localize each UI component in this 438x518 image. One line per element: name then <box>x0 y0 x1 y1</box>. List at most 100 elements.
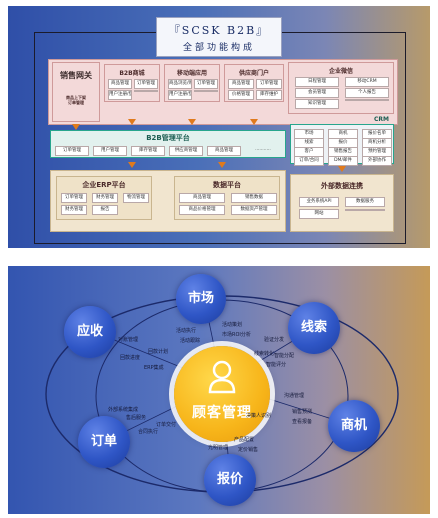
annotation: 定价销售 <box>238 447 259 453</box>
chip: 供应商管理 <box>169 146 203 156</box>
arrow-down-icon <box>128 119 136 125</box>
module-title: B2B商城 <box>119 70 145 77</box>
node-opportunity: 商机 <box>328 400 380 452</box>
chip: 销售数据 <box>231 193 277 203</box>
hub-label: 顾客管理 <box>192 405 252 421</box>
arrow-down-icon <box>188 119 196 125</box>
chip: 物流管理 <box>123 193 149 203</box>
erp-platform: 企业ERP平台 订单管理 财务管理 物流管理 财务管理 报告 <box>56 176 152 220</box>
chip: 移动CRM <box>345 77 389 87</box>
chip: DM/邮件 <box>328 156 358 166</box>
chip: 数据服务 <box>345 197 385 207</box>
node-receivable: 应收 <box>64 306 116 358</box>
platform-title: B2B管理平台 <box>146 134 190 142</box>
chip: 库存管理 <box>131 146 165 156</box>
title-box: 『SCSK B2B』 全部功能构成 <box>156 17 282 57</box>
annotation: 市场ROI分析 <box>222 332 251 338</box>
diagram-title: 『SCSK B2B』 <box>168 24 270 37</box>
chip: 外部协作 <box>362 156 392 166</box>
chip: 库存维护 <box>256 90 282 100</box>
module-title: 企业微信 <box>328 68 353 75</box>
chip: 价格管理 <box>228 90 254 100</box>
node-quote: 报价 <box>204 454 256 506</box>
arrow-down-icon <box>72 124 80 130</box>
module-supplier-portal: 供应商门户 商品管理 订单管理 价格管理 库存维护 <box>224 64 284 102</box>
chip: 知识管理 <box>295 99 339 109</box>
chip: 订单管理 <box>55 146 89 156</box>
architecture-panel: 『SCSK B2B』 全部功能构成 销售网关 商品上下架 订单管理 B2B商城 … <box>8 6 430 248</box>
annotation: 订单交付 <box>156 422 177 428</box>
node-leads: 线索 <box>288 302 340 354</box>
data-platform: 数据平台 商品管理 销售数据 商品价格管理 数据资产管理 <box>174 176 280 220</box>
annotation: ERP集成 <box>144 365 164 371</box>
external-title: 外部数据连携 <box>321 182 363 190</box>
module-mobile-app: 移动端应用 商品浏览/购物 订单管理 用户注册/登录 <box>164 64 220 102</box>
erp-title: 企业ERP平台 <box>82 181 126 189</box>
sales-gateway-note: 商品上下架 订单管理 <box>66 95 86 105</box>
external-data: 外部数据连携 业务系统API 数据服务 网站 <box>290 174 394 232</box>
chip: 网站 <box>299 209 339 219</box>
chip: 用户管理 <box>93 146 127 156</box>
annotation: 沟通管理 <box>284 393 305 399</box>
chip: 报告 <box>92 205 118 215</box>
annotation: 验证分发 <box>264 337 285 343</box>
annotation: 线索转化 <box>254 351 275 357</box>
diagram-subtitle: 全部功能构成 <box>182 43 255 53</box>
annotation: 售后服务 <box>126 415 147 421</box>
sales-gateway-label: 销售网关 <box>60 71 92 80</box>
annotation: 外部系统集成 <box>108 407 139 413</box>
arrow-down-icon <box>250 119 258 125</box>
chip <box>345 209 385 211</box>
chip: 订单管理 <box>194 79 218 89</box>
data-platform-title: 数据平台 <box>213 181 241 189</box>
chip <box>194 90 218 92</box>
annotation: 活动跟踪 <box>180 338 201 344</box>
annotation: 查看报备 <box>292 419 313 425</box>
chip: 商品价格管理 <box>179 205 225 215</box>
chip: 用户注册/登录 <box>108 90 132 100</box>
crm-box: CRM 市场 商机 报价名单 线索 报价 商机分析 客户 销售报告 预约管理 订… <box>290 116 394 166</box>
chip: 用户注册/登录 <box>168 90 192 100</box>
chip: 商品管理 <box>108 79 132 89</box>
annotation: 智能评分 <box>266 362 287 368</box>
chip: 商品管理 <box>207 146 241 156</box>
chip: ........... <box>255 147 271 152</box>
chip: 订单管理 <box>256 79 282 89</box>
crm-label: CRM <box>374 116 389 123</box>
chip: 财务管理 <box>61 205 87 215</box>
annotation: 光明管理 <box>208 445 229 451</box>
chip: 数据资产管理 <box>231 205 277 215</box>
chip: 订单/合同 <box>294 156 324 166</box>
chip: 业务系统API <box>299 197 339 207</box>
chip: 商品浏览/购物 <box>168 79 192 89</box>
arrow-down-icon <box>338 166 346 172</box>
chip: 订单管理 <box>61 193 87 203</box>
arrow-down-icon <box>128 162 136 168</box>
annotation: 回款计划 <box>148 349 169 355</box>
chip <box>134 90 158 92</box>
chip: 会员管理 <box>295 88 339 98</box>
module-title: 移动端应用 <box>176 70 207 77</box>
annotation: 合同执行 <box>138 429 159 435</box>
user-icon <box>208 360 236 394</box>
chip: 商品管理 <box>179 193 225 203</box>
module-b2b-mall: B2B商城 商品管理 订单管理 用户注册/登录 <box>104 64 160 102</box>
chip: 日程管理 <box>295 77 339 87</box>
chip: 个人报告 <box>345 88 389 98</box>
annotation: 智能分配 <box>274 353 295 359</box>
annotation: 回款进度 <box>120 355 141 361</box>
arrow-down-icon <box>218 162 226 168</box>
b2b-platform: B2B管理平台 订单管理 用户管理 库存管理 供应商管理 商品管理 ......… <box>50 130 286 158</box>
annotation: 销售预测 <box>292 409 313 415</box>
chip: 订单管理 <box>134 79 158 89</box>
annotation: 活动执行 <box>176 328 197 334</box>
annotation: 活动策划 <box>222 322 243 328</box>
chip: 商品管理 <box>228 79 254 89</box>
module-title: 供应商门户 <box>238 70 269 77</box>
module-wecom: 企业微信 日程管理 移动CRM 会员管理 个人报告 知识管理 <box>288 62 394 114</box>
chip <box>345 99 389 101</box>
chip: 财务管理 <box>92 193 118 203</box>
annotation: 决策人识别 <box>246 413 272 419</box>
customer-management-panel: 顾客管理 市场 线索 商机 报价 订单 应收 活动策划 活动执行 市场ROI分析… <box>8 266 430 514</box>
customer-management-hub: 顾客管理 <box>174 346 270 442</box>
